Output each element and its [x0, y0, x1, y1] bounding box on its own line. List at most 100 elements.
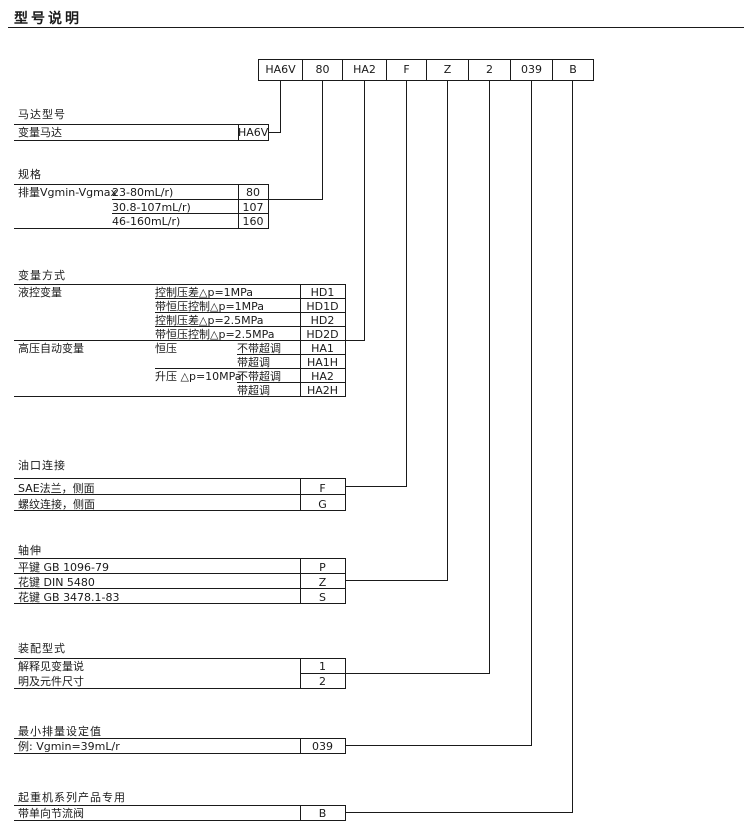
value-cell: HD2D	[306, 328, 339, 341]
grid-line	[300, 284, 301, 397]
row-label: 30.8-107mL/r)	[112, 201, 191, 214]
connector-line	[345, 745, 532, 746]
connector-line	[345, 580, 448, 581]
code-segment: B	[569, 63, 577, 76]
grid-line	[268, 124, 269, 141]
value-cell: P	[319, 561, 326, 574]
row-label: 不带超调	[237, 342, 281, 355]
row-label: 带恒压控制△p=1MPa	[155, 300, 265, 313]
grid-line	[14, 603, 345, 604]
grid-line	[155, 368, 345, 369]
code-segment: Z	[427, 60, 469, 80]
grid-line	[14, 738, 345, 739]
value-cell: 2	[319, 675, 326, 688]
grid-line	[14, 396, 345, 397]
grid-line	[345, 805, 346, 821]
grid-line	[238, 124, 239, 141]
section-title: 变量方式	[18, 269, 66, 282]
row-label: 液控变量	[18, 286, 62, 299]
grid-line	[268, 184, 269, 229]
connector-line	[572, 80, 573, 813]
grid-line	[300, 478, 301, 511]
connector-line	[280, 80, 281, 133]
connector-line	[489, 80, 490, 674]
grid-line	[345, 284, 346, 397]
row-label: 带超调	[237, 356, 270, 369]
grid-line	[300, 658, 301, 689]
page-title: 型号说明	[14, 11, 82, 27]
row-label: 螺纹连接，侧面	[18, 498, 95, 511]
row-label: 解释见变量说	[18, 660, 84, 673]
row-label: 控制压差△p=1MPa	[155, 286, 254, 299]
grid-line	[14, 124, 268, 125]
value-cell: 039	[312, 740, 333, 753]
code-segment: F	[387, 60, 427, 80]
value-cell: HA6V	[238, 126, 269, 139]
code-segment: HA2	[343, 60, 387, 80]
row-label: 排量Vgmin-Vgmax	[18, 186, 118, 199]
row-label: 变量马达	[18, 126, 62, 139]
section-title: 马达型号	[18, 108, 66, 121]
row-label: SAE法兰，侧面	[18, 482, 95, 495]
connector-line	[268, 132, 281, 133]
grid-line	[112, 213, 268, 214]
row-label: 恒压	[155, 342, 177, 355]
value-cell: Z	[318, 576, 327, 589]
value-cell: G	[318, 498, 327, 511]
grid-line	[14, 228, 268, 229]
grid-line	[238, 184, 239, 229]
grid-line	[14, 494, 345, 495]
value-cell: HA1	[311, 342, 334, 355]
grid-line	[14, 510, 345, 511]
row-label: 升压 △p=10MPa	[155, 370, 242, 383]
model-code-row: HA6V 80 HA2 F Z 2 039 B	[258, 59, 594, 81]
value-cell: 80	[246, 186, 260, 199]
grid-line	[300, 738, 301, 754]
grid-line	[14, 284, 345, 285]
section-title: 轴伸	[18, 544, 42, 557]
connector-line	[345, 812, 573, 813]
connector-line	[268, 199, 323, 200]
row-label: 花键 GB 3478.1-83	[18, 591, 120, 604]
grid-line	[237, 354, 345, 355]
grid-line	[14, 688, 345, 689]
connector-line	[322, 80, 323, 200]
row-label: 带超调	[237, 384, 270, 397]
grid-line	[14, 588, 345, 589]
row-label: 23-80mL/r)	[112, 186, 174, 199]
value-cell: B	[318, 807, 327, 820]
grid-line	[14, 573, 345, 574]
section-title: 最小排量设定值	[18, 725, 102, 738]
section-title: 起重机系列产品专用	[18, 791, 126, 804]
value-cell: 1	[319, 660, 326, 673]
code-segment: 80	[303, 60, 343, 80]
grid-line	[155, 312, 345, 313]
row-label: 46-160mL/r)	[112, 215, 181, 228]
code-segment: 039	[511, 60, 553, 80]
row-label: 带恒压控制△p=2.5MPa	[155, 328, 275, 341]
grid-line	[345, 478, 346, 511]
section-title: 装配型式	[18, 642, 66, 655]
value-cell: 107	[242, 201, 264, 214]
grid-line	[345, 738, 346, 754]
value-cell: HA2H	[306, 384, 339, 397]
row-label: 不带超调	[237, 370, 281, 383]
connector-line	[345, 486, 407, 487]
grid-line	[300, 805, 301, 821]
section-title: 规格	[18, 168, 42, 181]
grid-line	[345, 558, 346, 604]
grid-line	[14, 753, 345, 754]
grid-line	[155, 298, 345, 299]
grid-line	[237, 382, 345, 383]
connector-line	[406, 80, 407, 487]
grid-line	[14, 820, 345, 821]
row-label: 例: Vgmin=39mL/r	[18, 740, 120, 753]
grid-line	[14, 140, 268, 141]
connector-line	[345, 673, 490, 674]
code-segment: HA6V	[259, 60, 303, 80]
title-rule	[8, 27, 744, 28]
grid-line	[300, 558, 301, 604]
grid-line	[14, 658, 345, 659]
value-cell: F	[319, 482, 326, 495]
